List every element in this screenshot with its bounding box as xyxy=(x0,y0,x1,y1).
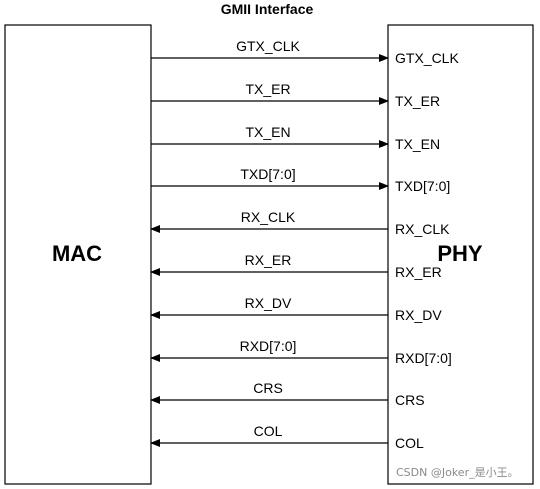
phy-label: PHY xyxy=(437,241,483,266)
wire-label-col: COL xyxy=(254,423,283,439)
wire-label-tx-er: TX_ER xyxy=(245,81,290,97)
wire-label-rx-er: RX_ER xyxy=(245,252,292,268)
phy-pin-label-crs: CRS xyxy=(395,392,425,408)
phy-pin-label-tx-er: TX_ER xyxy=(395,93,440,109)
phy-pin-label-rx-clk: RX_CLK xyxy=(395,221,450,237)
phy-block xyxy=(387,24,534,485)
phy-pin-label-txd-7-0: TXD[7:0] xyxy=(395,178,450,194)
mac-label: MAC xyxy=(52,241,102,266)
phy-pin-label-rx-er: RX_ER xyxy=(395,264,442,280)
wire-label-rxd-7-0: RXD[7:0] xyxy=(240,338,297,354)
phy-pin-label-rx-dv: RX_DV xyxy=(395,307,442,323)
wire-label-tx-en: TX_EN xyxy=(245,124,290,140)
wire-label-gtx-clk: GTX_CLK xyxy=(236,38,300,54)
wire-label-rx-dv: RX_DV xyxy=(245,295,292,311)
mac-block xyxy=(4,24,152,485)
watermark: CSDN @Joker_是小王。 xyxy=(396,466,519,479)
signal-lines: GTX_CLK GTX_CLK TX_ER TX_ER TX_EN TX_EN TXD[7:… xyxy=(150,38,459,451)
phy-pin-label-tx-en: TX_EN xyxy=(395,136,440,152)
phy-pin-label-rxd-7-0: RXD[7:0] xyxy=(395,350,452,366)
diagram-title: GMII Interface xyxy=(221,1,314,17)
wire-label-txd-7-0: TXD[7:0] xyxy=(240,166,295,182)
wire-label-crs: CRS xyxy=(253,380,283,396)
phy-pin-label-col: COL xyxy=(395,435,424,451)
wire-label-rx-clk: RX_CLK xyxy=(241,209,296,225)
phy-pin-label-gtx-clk: GTX_CLK xyxy=(395,50,459,66)
